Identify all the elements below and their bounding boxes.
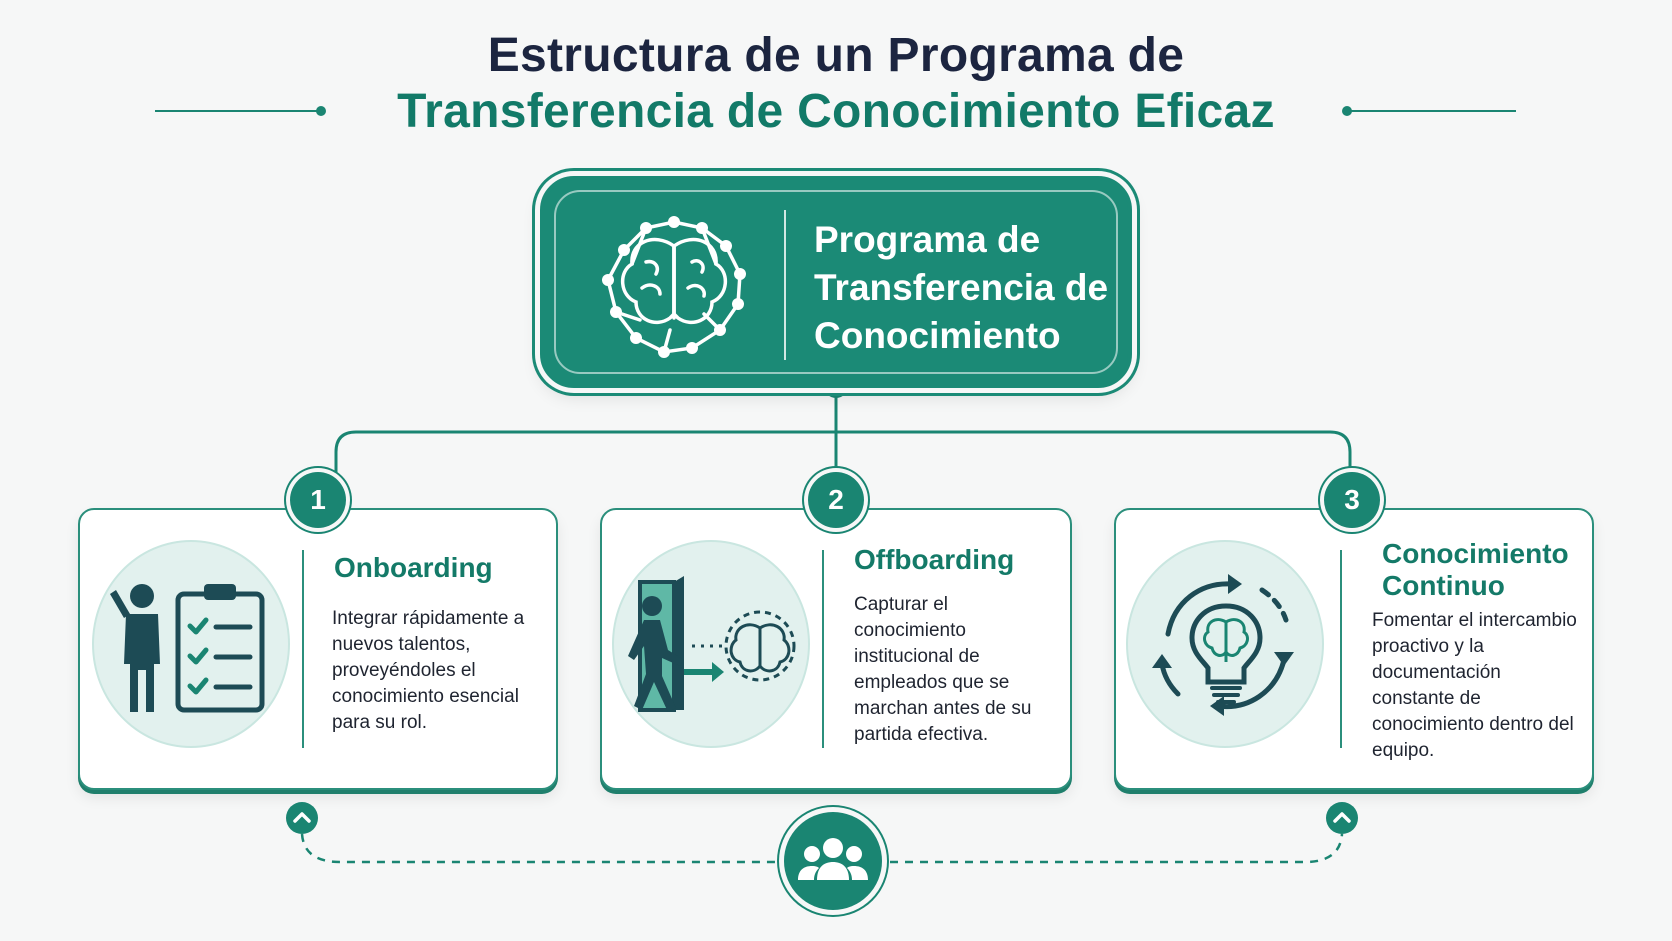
central-box-title: Programa de Transferencia de Conocimient… <box>814 219 1109 356</box>
brain-network-icon <box>584 202 764 377</box>
team-group-icon <box>784 812 882 910</box>
central-box-inner-border <box>554 190 1118 374</box>
card-3-divider <box>1340 550 1342 748</box>
person-checklist-icon <box>108 574 278 719</box>
card-2-title: Offboarding <box>854 544 1015 575</box>
card-2-description: Capturar el conocimiento institucional d… <box>854 594 1032 745</box>
central-box-divider <box>784 210 786 360</box>
chevron-up-icon-left <box>286 802 318 834</box>
card-2-divider <box>822 550 824 748</box>
person-exiting-door-brain-icon <box>614 576 810 721</box>
cycle-lightbulb-brain-icon <box>1144 564 1308 733</box>
card-offboarding: Offboarding Capturar el conocimiento ins… <box>600 508 1072 790</box>
card-3-title: Conocimiento Continuo <box>1382 538 1569 601</box>
card-1-description: Integrar rápidamente a nuevos talentos, … <box>332 608 525 733</box>
card-1-divider <box>302 550 304 748</box>
card-onboarding: Onboarding Integrar rápidamente a nuevos… <box>78 508 558 790</box>
chevron-up-icon-right <box>1326 802 1358 834</box>
title-rule-left <box>155 110 321 112</box>
card-3-description: Fomentar el intercambio proactivo y la d… <box>1372 610 1577 761</box>
card-3-number-badge: 3 <box>1324 472 1380 528</box>
card-2-number-badge: 2 <box>808 472 864 528</box>
title-line-1: Estructura de un Programa de <box>487 29 1185 82</box>
card-conocimiento-continuo: Conocimiento Continuo Fomentar el interc… <box>1114 508 1594 790</box>
card-1-number-badge: 1 <box>290 472 346 528</box>
central-program-box: Programa de Transferencia de Conocimient… <box>540 176 1132 388</box>
title-rule-right <box>1350 110 1516 112</box>
title-line-2: Transferencia de Conocimiento Eficaz <box>397 85 1275 138</box>
dashed-loop <box>300 833 1344 864</box>
card-1-title: Onboarding <box>334 552 493 583</box>
title-dot-right <box>1342 106 1352 116</box>
title-dot-left <box>316 106 326 116</box>
